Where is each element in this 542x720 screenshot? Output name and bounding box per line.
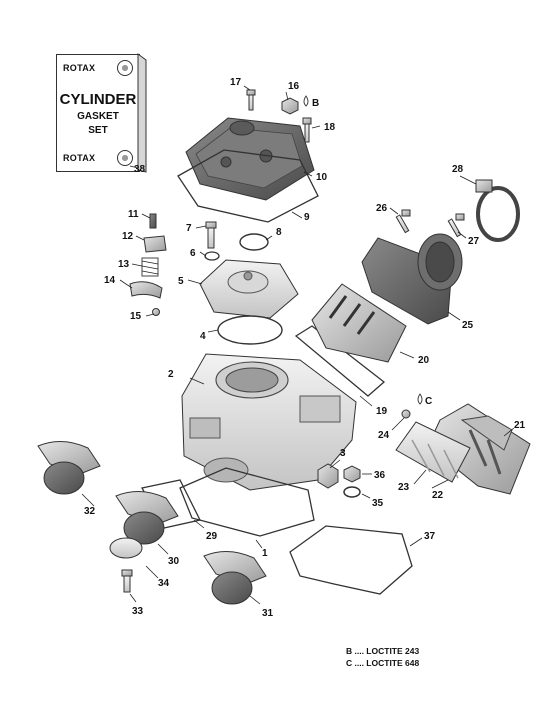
callout-28: 28 [452,164,464,175]
callout-5: 5 [178,276,184,287]
callout-8: 8 [276,227,282,238]
part-17-bolt [246,89,256,111]
kit-brand-bottom: ROTAX [63,153,96,163]
kit-title-gasket: GASKET [77,111,119,122]
legend-line-c: C .... LOCTITE 648 [346,658,420,668]
callout-9: 9 [304,212,310,223]
part-32-exhaust-cover [37,441,101,495]
callout-25: 25 [462,320,474,331]
callout-22: 22 [432,490,444,501]
callout-4: 4 [200,331,206,342]
part-12-holder [143,235,167,253]
part-25-intake-manifold [361,233,463,325]
callout-14: 14 [104,275,116,286]
part-34-sleeve [109,537,143,559]
leader-lines [81,85,515,605]
gasket-set-kit-label: ROTAX CYLINDER GASKET SET ROTAX [56,54,140,172]
part-13-spring [141,257,159,277]
sealant-mark-c: C [425,396,432,407]
callout-2: 2 [168,369,174,380]
part-5-cylinder-head [199,259,299,319]
part-1-base-gasket [179,467,315,537]
brp-logo-icon [117,60,133,76]
callout-30: 30 [168,556,180,567]
callout-13: 13 [118,259,130,270]
callout-6: 6 [190,248,196,259]
part-23-reed-petal [395,421,471,483]
part-6-washer [204,251,220,261]
part-10-head-cover [185,117,315,201]
sealant-b-drop-icon [303,95,309,107]
part-16-nut [281,97,299,115]
part-15-screw [152,308,160,316]
part-11-sensor [149,213,157,229]
part-22-reed-block [427,403,531,495]
part-9-gasket [177,149,319,223]
callout-21: 21 [514,420,526,431]
callout-34: 34 [158,578,170,589]
part-3-nut [317,463,339,489]
callout-17: 17 [230,77,242,88]
callout-35: 35 [372,498,384,509]
callout-33: 33 [132,606,144,617]
callout-29: 29 [206,531,218,542]
part-31-exhaust-cover [203,551,267,605]
legend-line-b: B .... LOCTITE 243 [346,646,420,656]
kit-title-set: SET [88,125,108,136]
part-28-clamp [475,179,520,242]
callout-1: 1 [262,548,268,559]
part-20-reed-spacer [311,283,407,363]
callout-24: 24 [378,430,390,441]
sealant-c-drop-icon [417,393,423,405]
callout-26: 26 [376,203,388,214]
part-2-cylinder [181,353,357,491]
callout-11: 11 [128,209,139,220]
callout-16: 16 [288,81,300,92]
part-26-bolt [395,209,411,234]
callout-20: 20 [418,355,430,366]
sealant-legend: B .... LOCTITE 243 C .... LOCTITE 648 [346,645,419,669]
callout-19: 19 [376,406,388,417]
part-8-o-ring [239,233,269,251]
kit-brand-top: ROTAX [63,63,96,73]
callout-12: 12 [122,231,134,242]
callout-3: 3 [340,448,346,459]
part-18-bolt [302,117,312,143]
part-7-bolt [205,221,217,249]
part-24-screw [401,409,411,419]
callout-32: 32 [84,506,96,517]
part-27-bolt [447,213,465,238]
callout-23: 23 [398,482,410,493]
kit-title-cylinder: CYLINDER [59,91,137,108]
kit-label-shadow [137,53,147,173]
part-14-bracket [129,281,163,299]
callout-10: 10 [316,172,328,183]
callout-18: 18 [324,122,336,133]
callout-7: 7 [186,223,192,234]
callout-38: 38 [134,164,146,175]
callout-31: 31 [262,608,274,619]
callout-27: 27 [468,236,480,247]
part-19-gasket [294,325,386,397]
part-35-washer [343,486,361,498]
callout-15: 15 [130,311,142,322]
callout-numbers: 1 2 3 4 5 6 7 8 9 10 11 12 13 14 15 16 1… [84,77,526,619]
part-33-screw [121,569,133,593]
brp-logo-icon [117,150,133,166]
callout-36: 36 [374,470,386,481]
callout-37: 37 [424,531,436,542]
sealant-mark-b: B [312,98,319,109]
part-36-nut [343,465,361,483]
part-4-o-ring [217,315,283,345]
part-30-exhaust-cover [115,491,179,545]
part-37-gasket [289,525,413,595]
